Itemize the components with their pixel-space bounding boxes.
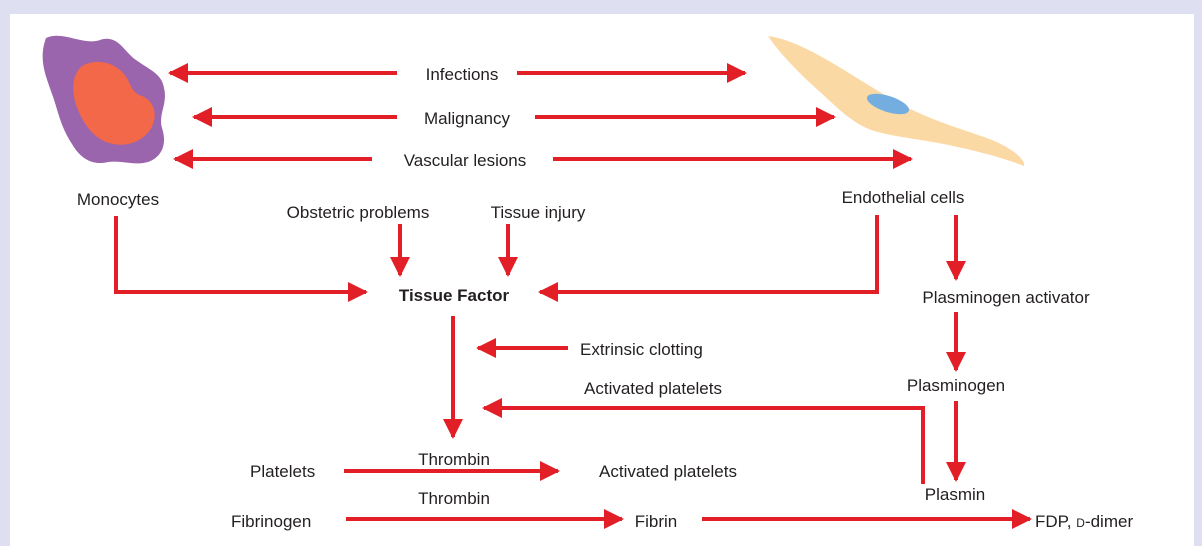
- label-activated-platelets-lower: Activated platelets: [599, 462, 737, 481]
- label-tissue-injury: Tissue injury: [491, 203, 586, 222]
- label-obstetric-problems: Obstetric problems: [287, 203, 430, 222]
- label-infections: Infections: [426, 65, 499, 84]
- label-fdp-d-dimer: FDP, D-dimer: [1035, 512, 1133, 531]
- label-thrombin-lower: Thrombin: [418, 489, 490, 508]
- label-platelets: Platelets: [250, 462, 315, 481]
- fdp-prefix: FDP,: [1035, 512, 1076, 531]
- label-monocytes: Monocytes: [77, 190, 159, 209]
- label-plasminogen-activator: Plasminogen activator: [922, 288, 1090, 307]
- d-small-caps: D: [1076, 516, 1085, 530]
- dimer-suffix: -dimer: [1085, 512, 1134, 531]
- label-plasminogen: Plasminogen: [907, 376, 1005, 395]
- label-plasmin: Plasmin: [925, 485, 985, 504]
- label-vascular-lesions: Vascular lesions: [404, 151, 527, 170]
- label-fibrinogen: Fibrinogen: [231, 512, 311, 531]
- label-extrinsic-clotting: Extrinsic clotting: [580, 340, 703, 359]
- label-thrombin-upper: Thrombin: [418, 450, 490, 469]
- label-endothelial-cells: Endothelial cells: [842, 188, 965, 207]
- label-tissue-factor: Tissue Factor: [399, 286, 510, 305]
- label-activated-platelets-upper: Activated platelets: [584, 379, 722, 398]
- label-fibrin: Fibrin: [635, 512, 678, 531]
- label-malignancy: Malignancy: [424, 109, 510, 128]
